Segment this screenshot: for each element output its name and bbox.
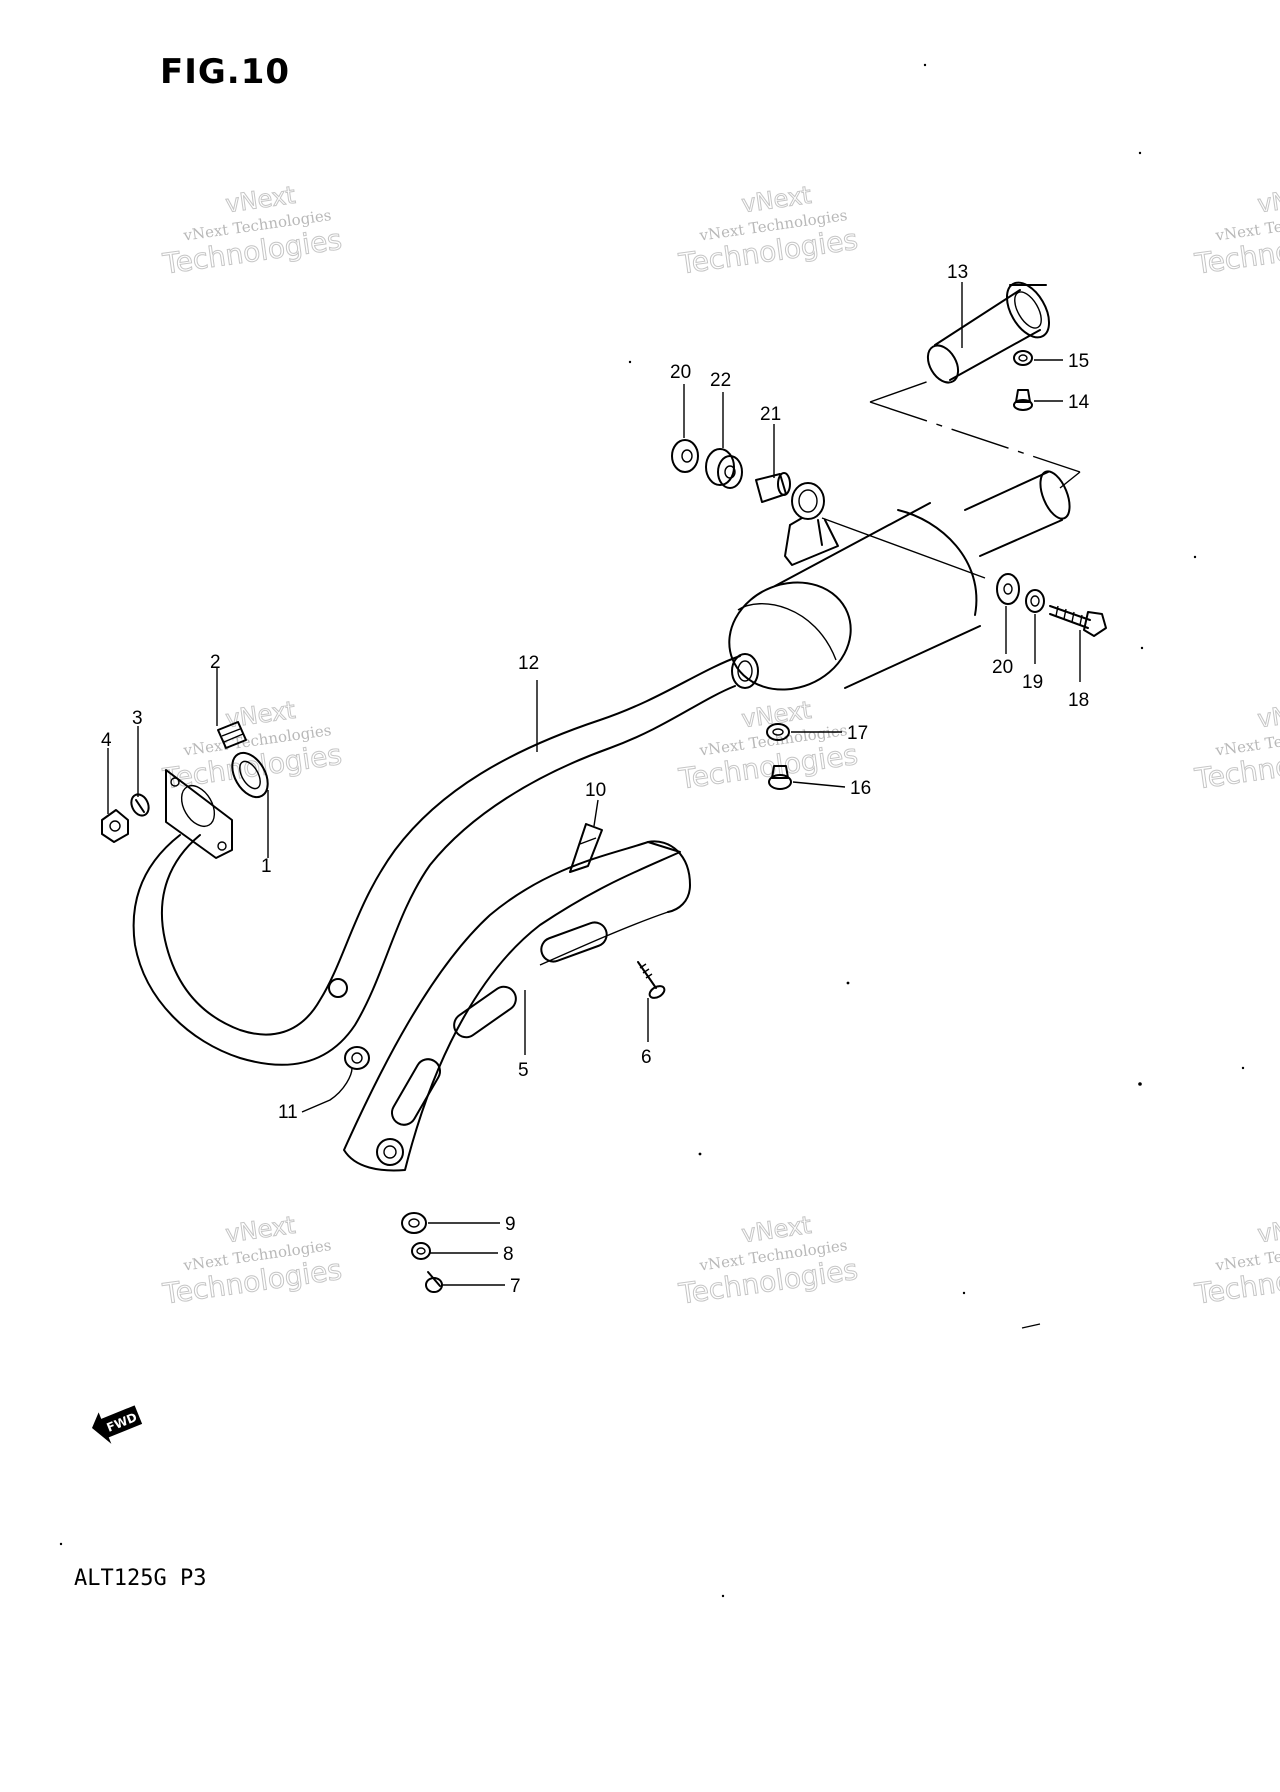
- callout-4: 4: [101, 730, 112, 751]
- callout-12: 12: [518, 653, 539, 674]
- washer-20-right: [996, 573, 1020, 605]
- watermark-3: vNext vNext Technologies Technologies: [1192, 180, 1280, 281]
- collar-21: [755, 472, 791, 503]
- fwd-arrow-icon: FWD: [92, 1405, 143, 1444]
- gasket-1: [231, 751, 269, 799]
- callout-15: 15: [1068, 351, 1089, 372]
- bolt-18: [1049, 605, 1107, 637]
- callout-5: 5: [518, 1060, 529, 1081]
- callout-2: 2: [210, 652, 221, 673]
- assembly-line-18: [821, 517, 986, 579]
- exhaust-flange: [165, 769, 233, 859]
- callout-9: 9: [505, 1214, 516, 1235]
- nut-4: [101, 809, 129, 843]
- scan-specks: [59, 63, 1245, 1598]
- watermark-9-line1: vNext: [1256, 1211, 1280, 1248]
- watermark-7: vNext vNext Technologies Technologies: [160, 1210, 345, 1311]
- callout-16: 16: [850, 778, 871, 799]
- muffler: [728, 470, 1071, 691]
- watermark-6: vNext vNext Technologies Technologies: [1192, 695, 1280, 796]
- screw-6: [637, 961, 666, 999]
- callout-labels: 1 2 3 4 5 6 7 8 9 10 11 12 13 14 15 16 1…: [101, 262, 1090, 1297]
- washer-9: [401, 1212, 427, 1234]
- callout-20-top: 20: [670, 362, 691, 383]
- heat-shield: [328, 840, 691, 1172]
- washer-20-top: [671, 439, 699, 473]
- callout-11: 11: [278, 1102, 298, 1123]
- callout-3: 3: [132, 708, 143, 729]
- watermark-9: vNext vNext Technologies Technologies: [1192, 1210, 1280, 1311]
- assembly-line-13: [869, 379, 1081, 489]
- callout-14: 14: [1068, 392, 1090, 413]
- callout-13: 13: [947, 262, 968, 283]
- callout-1: 1: [261, 856, 272, 877]
- clamp-10: [569, 823, 603, 873]
- lock-washer-3: [130, 793, 150, 817]
- nut-15: [1013, 350, 1033, 366]
- bolt-14: [1013, 389, 1033, 411]
- washer-11: [344, 1046, 370, 1070]
- grommet-22: [705, 448, 743, 489]
- lock-washer-19: [1025, 589, 1045, 613]
- watermark-2: vNext vNext Technologies Technologies: [676, 180, 861, 281]
- bolt-16: [768, 765, 792, 790]
- stud-2: [217, 721, 247, 749]
- watermark-5: vNext vNext Technologies Technologies: [676, 695, 861, 796]
- callout-19: 19: [1022, 672, 1043, 693]
- callout-22: 22: [710, 370, 731, 391]
- watermark-8: vNext vNext Technologies Technologies: [676, 1210, 861, 1311]
- leader-lines: [107, 282, 1081, 1286]
- figure-title: FIG.10: [160, 52, 291, 92]
- callout-20-right: 20: [992, 657, 1013, 678]
- callout-18: 18: [1068, 690, 1089, 711]
- callout-6: 6: [641, 1047, 652, 1068]
- exhaust-pipe: [132, 653, 759, 1066]
- watermark-group: vNext vNext Technologies Technologies vN…: [160, 180, 1280, 1311]
- callout-8: 8: [503, 1244, 514, 1265]
- watermark-1: vNext vNext Technologies Technologies: [160, 180, 345, 281]
- callout-10: 10: [585, 780, 606, 801]
- callout-17: 17: [847, 723, 868, 744]
- watermark-4: vNext vNext Technologies Technologies: [160, 695, 345, 796]
- bolt-7: [425, 1271, 443, 1293]
- watermark-3-line1: vNext: [1256, 181, 1280, 218]
- callout-21: 21: [760, 404, 781, 425]
- model-code: ALT125G P3: [74, 1566, 207, 1591]
- spark-arrester-pipe: [926, 281, 1051, 384]
- watermark-6-line1: vNext: [1256, 696, 1280, 733]
- nut-17: [766, 723, 790, 741]
- callout-7: 7: [510, 1276, 521, 1297]
- nut-8: [411, 1242, 431, 1260]
